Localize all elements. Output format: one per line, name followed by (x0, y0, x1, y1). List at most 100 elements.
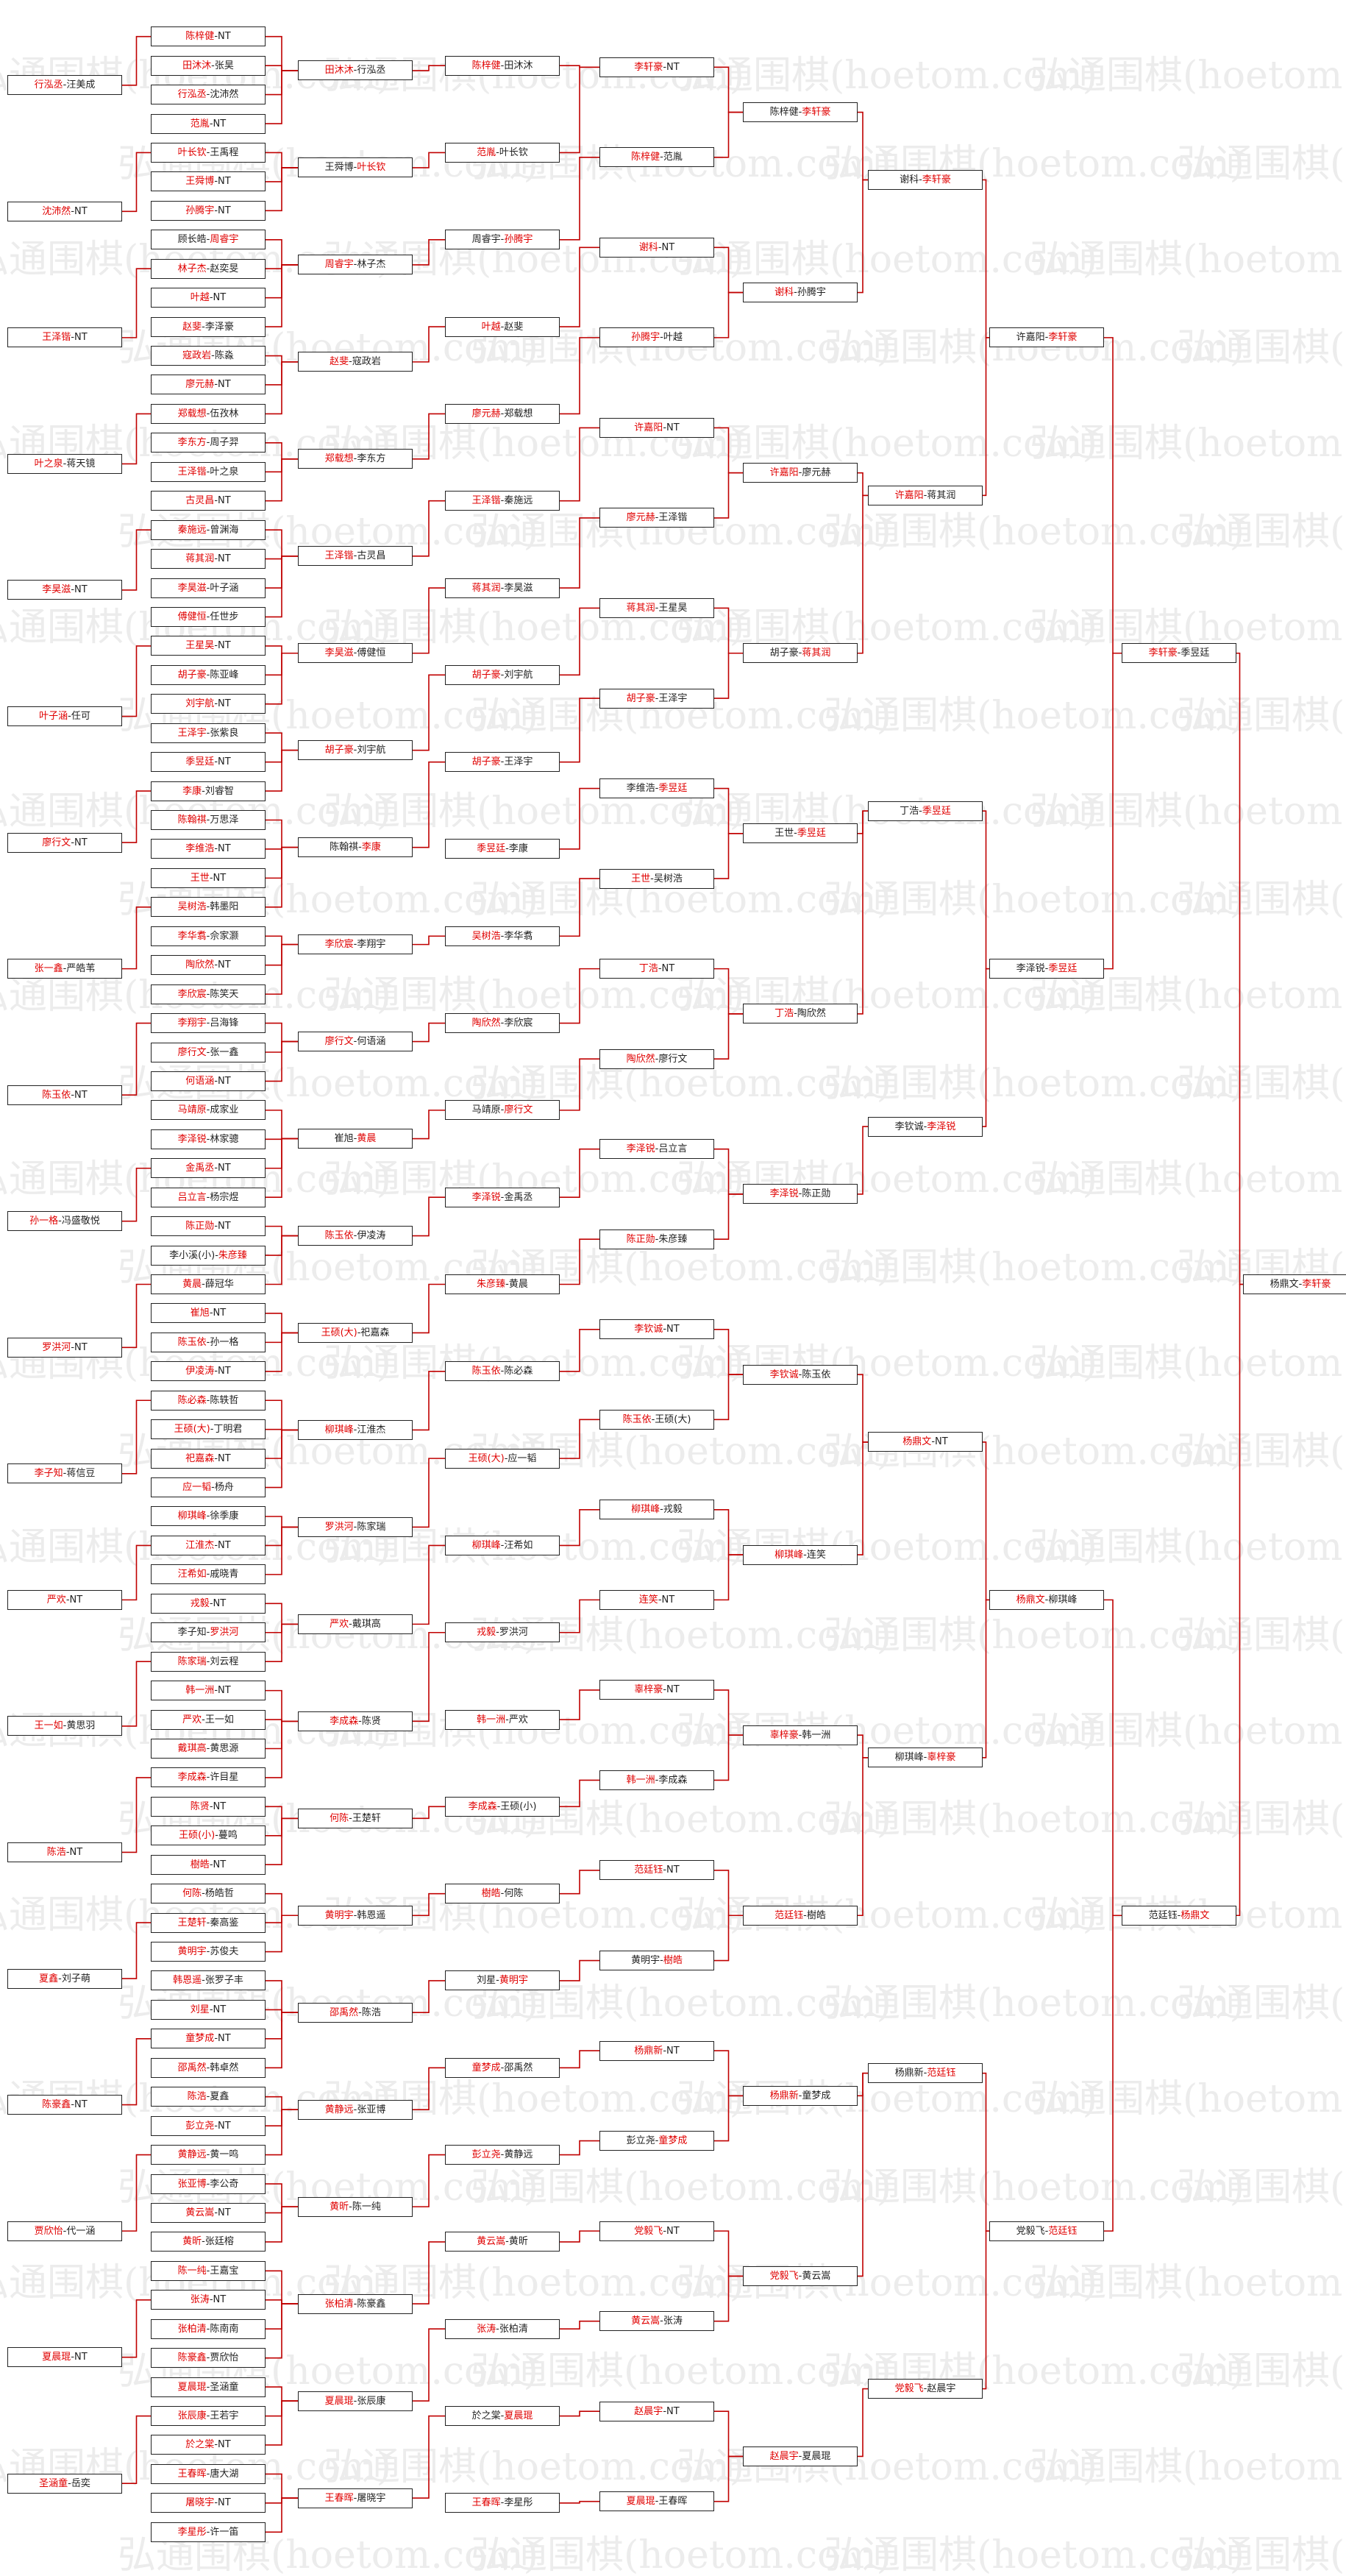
connector-line (983, 337, 989, 497)
player-name: 陈正勋 (185, 1221, 215, 1232)
player-name: 陈梓健 (769, 107, 799, 118)
match-box: 何陈-杨皓哲 (151, 1884, 266, 1903)
match-box: 廖元赫-郑载想 (445, 404, 560, 424)
player-name: 李昊滋 (324, 647, 354, 659)
player-name: 夏晨琨 (504, 2410, 533, 2421)
match-box: 陈浩-NT (7, 1842, 122, 1862)
player-name: 张涛 (190, 2294, 210, 2305)
pair-separator: - (794, 287, 797, 298)
player-name: 汪希如 (504, 1540, 533, 1551)
player-name: NT (74, 206, 88, 217)
connector-line (560, 1779, 599, 1808)
player-name: 丁浩 (775, 1008, 794, 1019)
player-name: 陈豪鑫 (42, 2099, 71, 2110)
match-box: 李翔宇-吕海锋 (151, 1013, 266, 1033)
player-name: 王泽宇 (504, 756, 533, 767)
pair-separator: - (663, 2045, 667, 2057)
player-name: 范胤 (663, 152, 683, 163)
match-box: 於之棠-夏晨琨 (445, 2406, 560, 2426)
player-name: 韩一洲 (185, 1685, 215, 1696)
connector-line (560, 246, 599, 327)
player-name: 田沐沐 (504, 60, 533, 71)
connector-line (983, 2230, 989, 2390)
connector-line (413, 1110, 445, 1140)
player-name: 沈沛然 (42, 206, 71, 217)
player-name: 陶欣然 (471, 1018, 501, 1029)
player-name: 周睿宇 (210, 234, 239, 245)
pair-separator: - (500, 756, 505, 767)
match-box: 韩一洲-NT (151, 1681, 266, 1700)
player-name: 黄思羽 (66, 1720, 96, 1731)
player-name: 季昱廷 (1048, 963, 1078, 974)
player-name: 韩一洲 (626, 1775, 655, 1786)
player-name: NT (218, 640, 231, 651)
pair-separator: - (798, 647, 802, 659)
pair-separator: - (500, 1018, 505, 1029)
match-box: 叶子涵-任可 (7, 706, 122, 726)
player-name: 陈翰祺 (330, 842, 359, 853)
match-box: 胡子豪-刘宇航 (298, 740, 413, 760)
connector-line (413, 2154, 445, 2207)
player-name: 叶越 (663, 332, 683, 343)
player-name: NT (666, 422, 680, 433)
player-name: 伊凌涛 (185, 1366, 215, 1377)
pair-separator: - (206, 408, 210, 419)
player-name: 李华翥 (504, 931, 533, 942)
match-box: 何语涵-NT (151, 1071, 266, 1091)
player-name: 何陈 (504, 1888, 524, 1899)
connector-line (714, 2230, 743, 2277)
connector-line (122, 413, 151, 465)
player-name: 陈南南 (210, 2324, 239, 2335)
player-name: 马靖原 (471, 1104, 501, 1115)
match-box: 沈沛然-NT (7, 202, 122, 221)
player-name: 吕立言 (658, 1143, 688, 1154)
pair-separator: - (496, 147, 499, 158)
player-name: 张涛 (477, 2324, 496, 2335)
pair-separator: - (214, 495, 218, 506)
connector-line (266, 2109, 298, 2156)
pair-separator: - (214, 1163, 218, 1174)
match-box: 胡子豪-蒋其润 (743, 643, 858, 663)
player-name: 林子杰 (177, 263, 207, 274)
match-box: 陶欣然-NT (151, 955, 266, 975)
match-box: 王硕(大)-应一韬 (445, 1449, 560, 1469)
match-box: 樹皓-NT (151, 1855, 266, 1875)
connector-line (560, 1419, 599, 1459)
match-box: 柳琪峰-徐季康 (151, 1506, 266, 1526)
match-box: 丁浩-季昱廷 (868, 801, 983, 821)
player-name: 王春晖 (658, 2496, 688, 2507)
player-name: NT (661, 242, 675, 253)
pair-separator: - (923, 1121, 927, 1132)
connector-line (413, 1892, 445, 1917)
connector-line (983, 1441, 989, 1601)
match-box: 范廷钰-NT (599, 1860, 714, 1880)
connector-line (714, 111, 743, 158)
player-name: 廖行文 (177, 1047, 207, 1058)
pair-separator: - (211, 60, 215, 71)
pair-separator: - (71, 2352, 75, 2363)
pair-separator: - (58, 1973, 62, 1984)
match-box: 李轩豪-NT (599, 57, 714, 77)
player-name: 戴琪高 (177, 1743, 207, 1754)
player-name: 韩卓然 (210, 2062, 239, 2073)
connector-line (266, 2270, 298, 2304)
pair-separator: - (206, 2265, 210, 2277)
connector-line (266, 1623, 298, 1662)
player-name: 丁明君 (213, 1424, 243, 1435)
connector-line (122, 1022, 151, 1096)
match-box: 严欢-王一如 (151, 1710, 266, 1730)
player-name: 李翔宇 (177, 1018, 207, 1029)
connector-line (266, 2183, 298, 2207)
match-box: 崔旭-黄晨 (298, 1129, 413, 1149)
pair-separator: - (353, 745, 357, 756)
match-box: 黄云嵩-张涛 (599, 2311, 714, 2331)
pair-separator: - (505, 2236, 509, 2247)
player-name: 许一笛 (210, 2527, 239, 2538)
pair-separator: - (353, 1230, 357, 1241)
player-name: 叶之泉 (210, 466, 239, 478)
player-name: 夏鑫 (39, 1973, 59, 1984)
player-name: 罗洪河 (210, 1627, 239, 1638)
pair-separator: - (655, 693, 659, 704)
player-name: 辜梓豪 (769, 1730, 799, 1741)
pair-separator: - (500, 1104, 505, 1115)
